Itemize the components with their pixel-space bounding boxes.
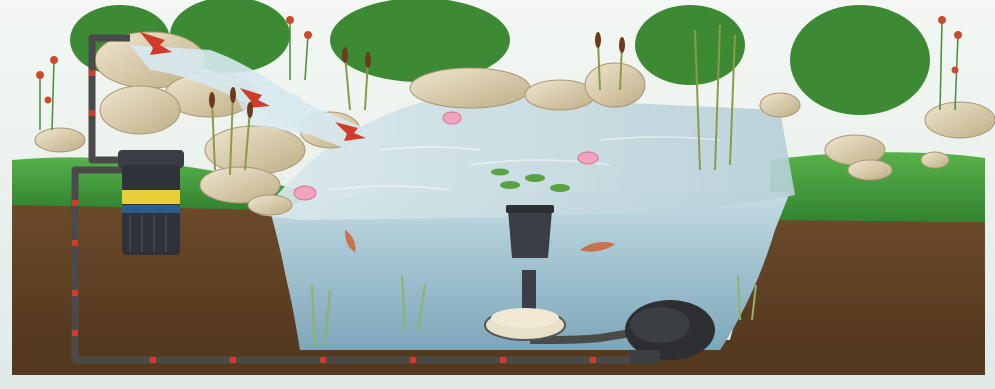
planter-basket-icon (485, 308, 565, 340)
pressure-filter-icon (118, 150, 184, 255)
